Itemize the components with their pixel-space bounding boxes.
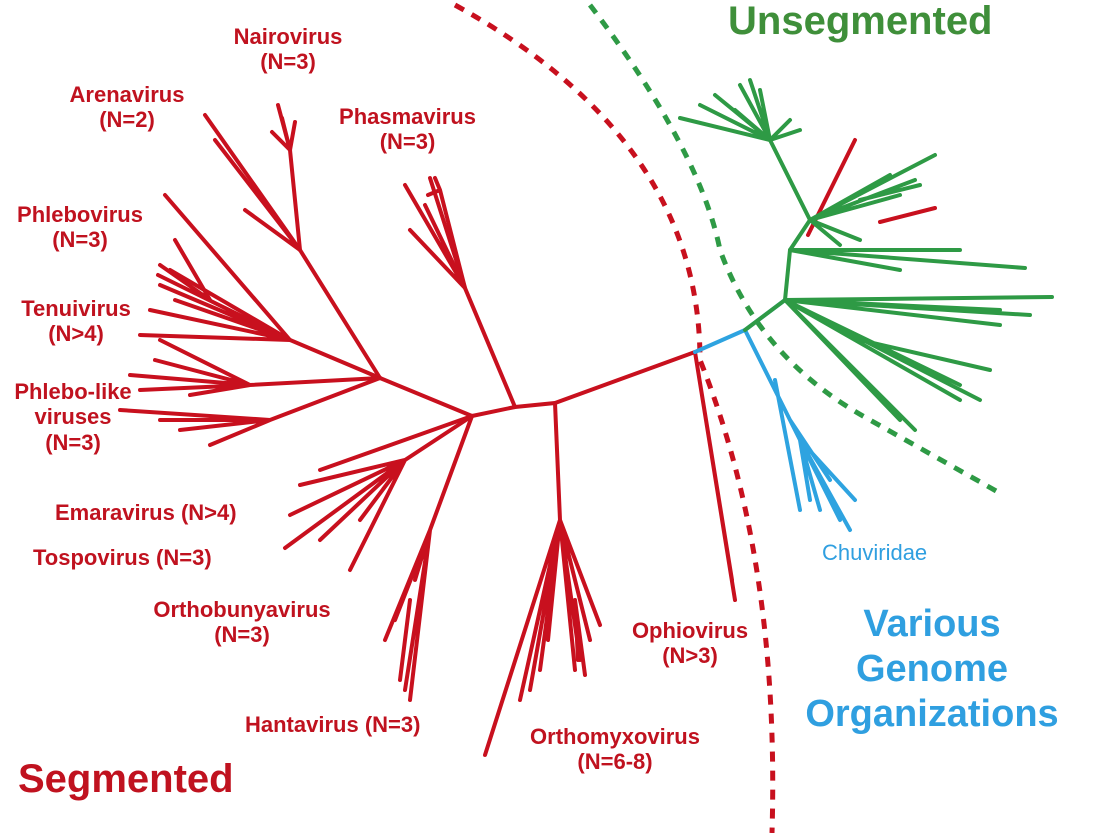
hantavirus-label: Hantavirus (N=3): [245, 712, 421, 737]
phlebo-like-name-line2: viruses: [34, 404, 112, 430]
arenavirus-count: (N=2): [99, 107, 155, 133]
phasmavirus-count: (N=3): [379, 129, 436, 155]
tenuivirus-label: Tenuivirus (N>4): [6, 296, 146, 347]
chuviridae-label: Chuviridae: [822, 540, 928, 565]
phlebovirus-label: Phlebovirus (N=3): [0, 202, 160, 253]
tospovirus-label: Tospovirus (N=3): [33, 545, 212, 570]
orthobunyavirus-label: Orthobunyavirus (N=3): [122, 597, 362, 648]
segmented-label: Segmented: [18, 757, 234, 801]
arenavirus-name: Arenavirus: [69, 82, 185, 107]
tenuivirus-count: (N>4): [48, 321, 104, 347]
various-line1: Various: [863, 603, 1001, 645]
various-line2: Genome: [855, 647, 1009, 690]
nairovirus-name: Nairovirus: [233, 24, 343, 49]
orthomyxovirus-count: (N=6-8): [577, 749, 653, 775]
arenavirus-label: Arenavirus (N=2): [52, 82, 202, 133]
various-line3: Organizations: [805, 692, 1059, 735]
ophiovirus-label: Ophiovirus (N>3): [615, 618, 765, 669]
various-genome-organizations-label: Various Genome Organizations: [772, 602, 1092, 736]
orthobunyavirus-count: (N=3): [214, 622, 270, 648]
ophiovirus-count: (N>3): [662, 643, 718, 669]
phasmavirus-name: Phasmavirus: [339, 104, 476, 129]
phasmavirus-label: Phasmavirus (N=3): [320, 104, 495, 155]
orthomyxovirus-name: Orthomyxovirus: [530, 724, 700, 749]
nairovirus-count: (N=3): [260, 49, 316, 75]
phlebovirus-count: (N=3): [52, 227, 108, 253]
orthobunyavirus-name: Orthobunyavirus: [153, 597, 331, 622]
phlebo-like-count: (N=3): [45, 429, 101, 455]
tenuivirus-name: Tenuivirus: [21, 296, 131, 321]
unsegmented-boundary-dashed-line: [588, 3, 1000, 495]
nairovirus-label: Nairovirus (N=3): [218, 24, 358, 75]
phlebo-like-label: Phlebo-like viruses (N=3): [0, 379, 146, 455]
orthomyxovirus-label: Orthomyxovirus (N=6-8): [500, 724, 730, 775]
unsegmented-branches: [678, 78, 1054, 432]
phlebo-like-name-line1: Phlebo-like: [14, 379, 132, 404]
ophiovirus-name: Ophiovirus: [631, 618, 749, 643]
unsegmented-label: Unsegmented: [728, 0, 993, 43]
emaravirus-label: Emaravirus (N>4): [55, 500, 237, 525]
phlebovirus-name: Phlebovirus: [17, 202, 143, 227]
